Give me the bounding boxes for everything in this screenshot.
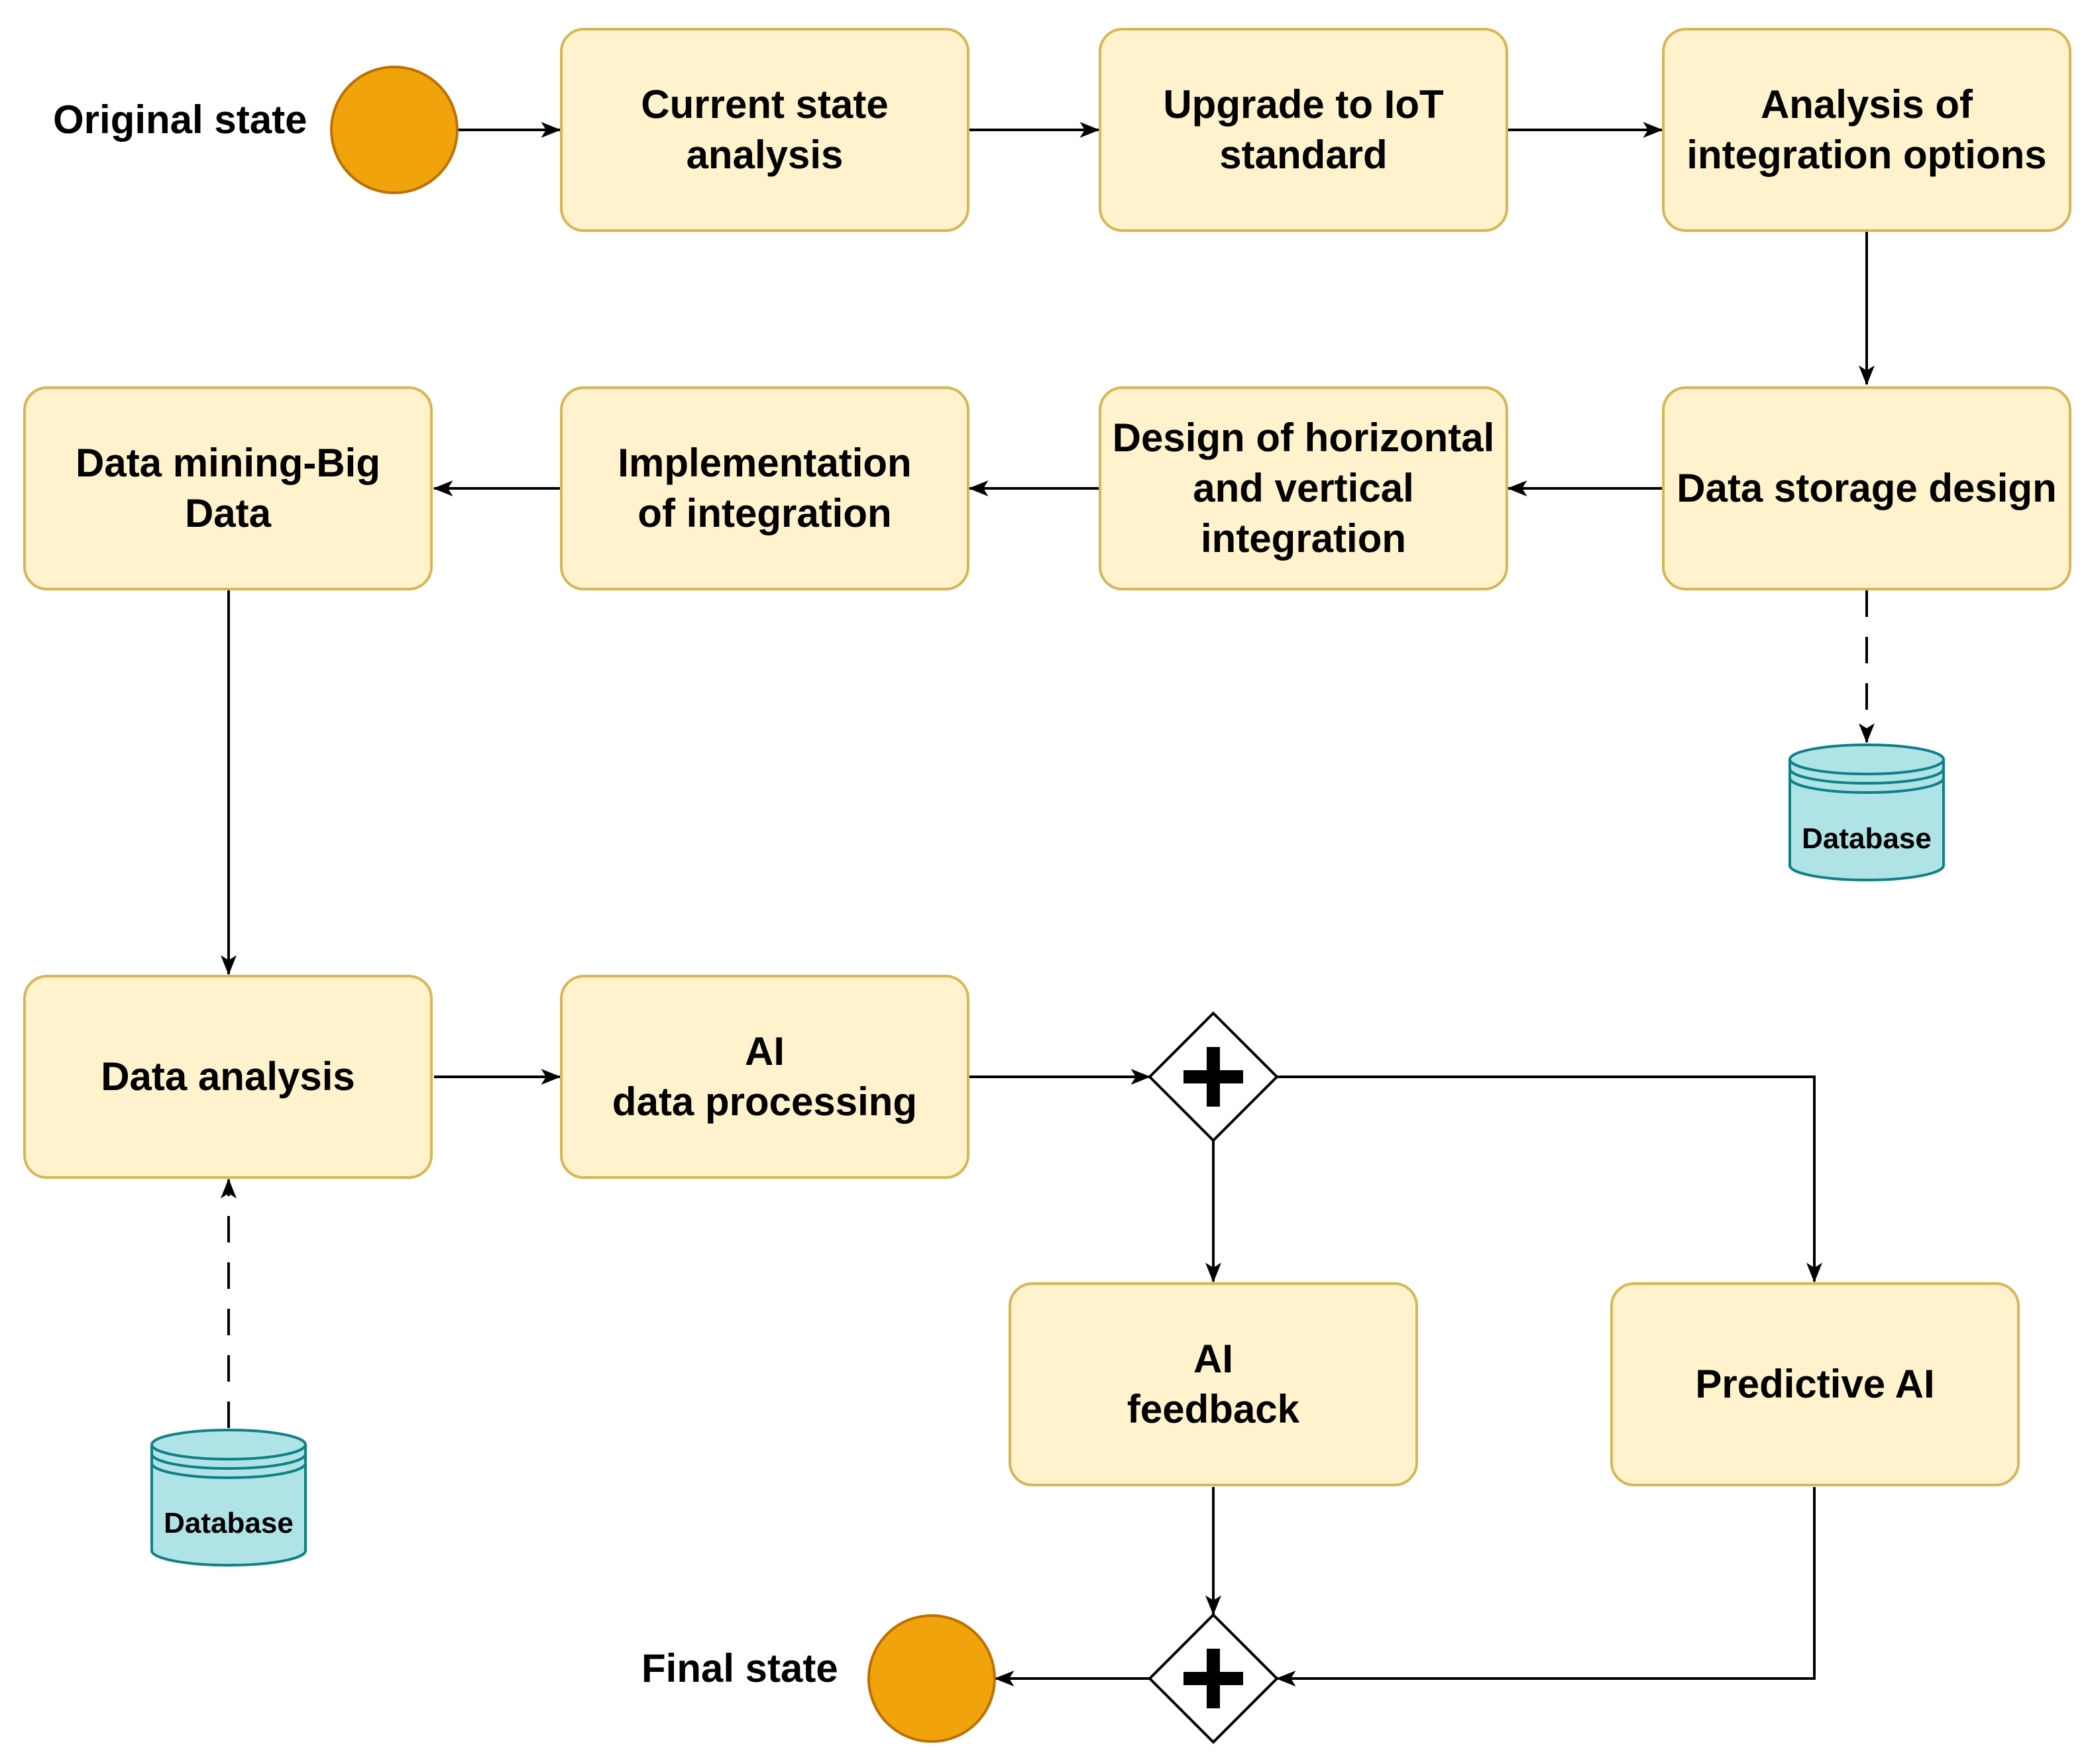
task-label: Upgrade to IoT standard [1163, 82, 1444, 177]
task-implementation-integration: Implementation of integration [560, 386, 969, 590]
task-label: Predictive AI [1695, 1362, 1935, 1406]
task-label: Implementation of integration [618, 441, 912, 535]
task-label: Data analysis [101, 1054, 355, 1099]
task-label: Analysis of integration options [1686, 82, 2047, 177]
task-label: AI data processing [612, 1029, 918, 1124]
task-data-analysis: Data analysis [23, 975, 433, 1179]
task-data-mining: Data mining-Big Data [23, 386, 433, 590]
plus-icon [1183, 1047, 1243, 1107]
end-event [867, 1614, 996, 1743]
task-predictive-ai: Predictive AI [1610, 1282, 2020, 1486]
task-label: Design of horizontal and vertical integr… [1112, 415, 1495, 561]
join-gateway [1148, 1613, 1279, 1744]
task-analysis-integration-options: Analysis of integration options [1662, 28, 2071, 232]
start-event [330, 66, 459, 194]
task-label: Data storage design [1676, 466, 2057, 510]
task-ai-feedback: AI feedback [1009, 1282, 1418, 1486]
task-label: Current state analysis [641, 82, 889, 177]
flow-predictive-to-join [1276, 1487, 1816, 1686]
flow-split-to-predictive [1277, 1075, 1822, 1283]
task-ai-data-processing: AI data processing [560, 975, 969, 1179]
end-event-label: Final state [641, 1646, 838, 1690]
task-label: AI feedback [1126, 1337, 1300, 1431]
task-data-storage-design: Data storage design [1662, 386, 2071, 590]
task-label: Data mining-Big Data [76, 441, 380, 535]
database-label: Database [164, 1507, 294, 1539]
plus-icon [1183, 1649, 1243, 1708]
task-upgrade-iot: Upgrade to IoT standard [1099, 28, 1508, 232]
split-gateway [1148, 1011, 1279, 1142]
task-current-state-analysis: Current state analysis [560, 28, 969, 232]
start-event-label: Original state [53, 97, 307, 142]
task-design-integration: Design of horizontal and vertical integr… [1099, 386, 1508, 590]
database-analysis: Database [150, 1429, 307, 1567]
database-label: Database [1802, 822, 1932, 855]
database-storage: Database [1788, 744, 1945, 881]
